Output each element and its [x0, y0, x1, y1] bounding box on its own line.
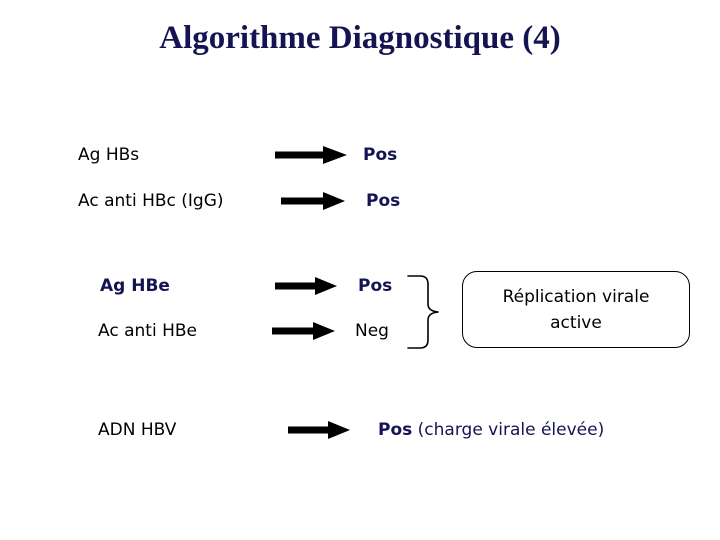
row-label-ac-anti-hbe: Ac anti HBe: [98, 321, 197, 341]
algorithm-row: Ag HBs Pos: [0, 140, 720, 170]
algorithm-row: Ag HBe Pos: [0, 271, 720, 301]
callout-text: Réplication virale active: [503, 284, 650, 336]
row-label-adn-hbv: ADN HBV: [98, 420, 177, 440]
result-value: Neg: [355, 321, 389, 341]
result-value: Pos: [363, 145, 398, 165]
result-value: Pos: [358, 276, 393, 296]
result-value: Pos: [366, 191, 401, 211]
algorithm-row: Ac anti HBe Neg: [0, 316, 720, 346]
row-label-ag-hbe: Ag HBe: [100, 276, 170, 296]
row-result-ag-hbs: Pos: [363, 140, 397, 170]
right-curly-brace-icon: [406, 274, 446, 350]
right-arrow-icon: [275, 277, 337, 295]
row-result-adn-hbv: Pos (charge virale élevée): [378, 415, 604, 445]
right-arrow-icon: [275, 146, 347, 164]
callout-line-2: active: [550, 312, 602, 333]
callout-line-1: Réplication virale: [502, 286, 650, 307]
right-arrow-icon: [281, 192, 345, 210]
page-title: Algorithme Diagnostique (4): [159, 20, 561, 56]
algorithm-row: ADN HBV Pos (charge virale élevée): [0, 415, 720, 445]
algorithm-row: Ac anti HBc (IgG) Pos: [0, 186, 720, 216]
row-result-ac-anti-hbe: Neg: [355, 316, 389, 346]
row-label-ac-anti-hbc: Ac anti HBc (IgG): [78, 191, 224, 211]
right-arrow-icon: [288, 421, 350, 439]
result-suffix: (charge virale élevée): [412, 420, 605, 440]
row-result-ag-hbe: Pos: [358, 271, 392, 301]
row-result-ac-anti-hbc: Pos: [366, 186, 400, 216]
right-arrow-icon: [272, 322, 335, 340]
callout-box-replication-virale-active: Réplication virale active: [462, 271, 690, 348]
row-label-ag-hbs: Ag HBs: [78, 145, 140, 165]
result-value: Pos: [378, 420, 413, 440]
